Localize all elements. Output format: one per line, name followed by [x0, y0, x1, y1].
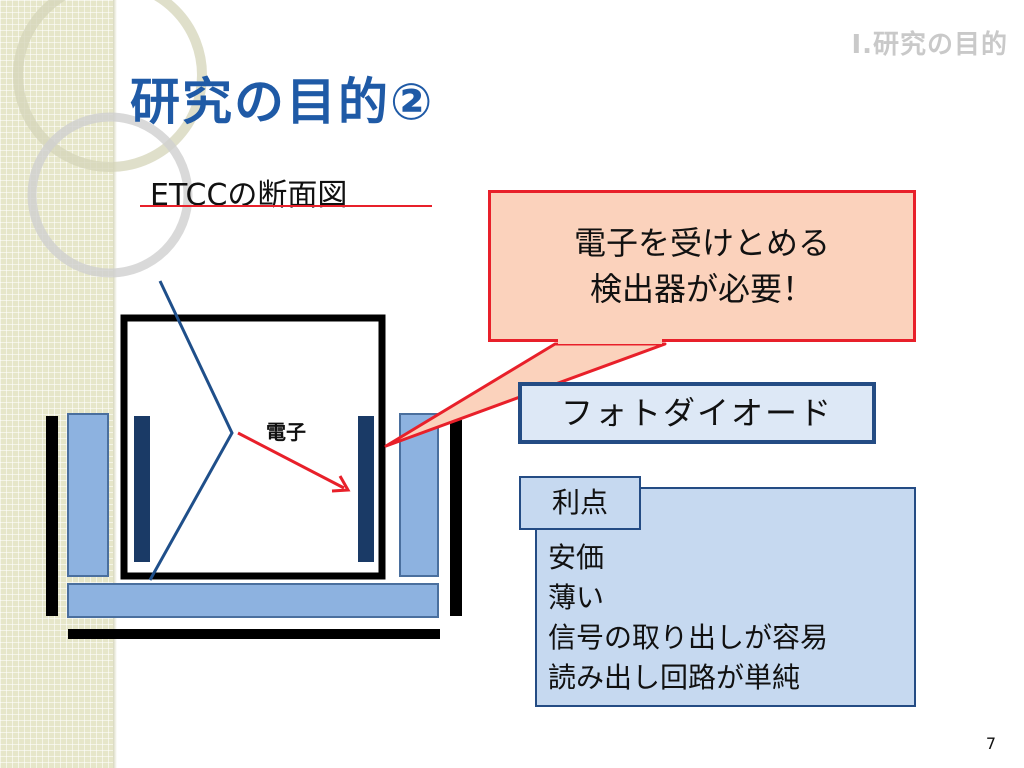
callout-line-2: 検出器が必要！ [589, 270, 814, 308]
callout-line-1: 電子を受けとめる [573, 223, 830, 262]
outer-bar-right [450, 420, 462, 616]
outer-bar-bottom [68, 629, 440, 639]
slide-number: 7 [985, 734, 996, 753]
advantage-item: 信号の取り出しが容易 [548, 621, 829, 654]
tpc-chamber [120, 314, 386, 580]
detector-panel-bottom [67, 583, 439, 618]
decorative-ring-outer [13, 0, 207, 172]
photodiode-label: フォトダイオード [518, 382, 876, 444]
decorative-sidebar [0, 0, 113, 768]
gamma-ray-track [148, 280, 234, 581]
advantages-list: 安価 薄い 信号の取り出しが容易 読み出し回路が単純 [548, 538, 828, 698]
callout-box: 電子を受けとめる 検出器が必要！ [488, 190, 916, 342]
advantage-item: 薄い [548, 581, 605, 614]
decorative-ring-lower [27, 112, 193, 278]
electron-label: 電子 [266, 420, 306, 444]
diagram-subheading: ETCCの断面図 [150, 178, 348, 213]
section-label: Ⅰ.研究の目的 [851, 30, 1008, 60]
page-title: 研究の目的② [130, 73, 435, 131]
outer-bar-left [46, 416, 58, 616]
decorative-rings [13, 0, 207, 278]
detector-panel-right [399, 413, 439, 577]
electron-arrow-line [237, 431, 345, 490]
electron-arrow-head [331, 475, 351, 493]
advantages-title: 利点 [519, 476, 641, 530]
detector-panel-left [67, 413, 109, 577]
callout-seam-cover [558, 338, 662, 344]
photodiode-bar-right [358, 416, 374, 562]
advantage-item: 読み出し回路が単純 [548, 661, 801, 694]
sidebar-edge [113, 0, 117, 768]
advantage-item: 安価 [548, 541, 605, 574]
photodiode-bar-left [134, 416, 150, 562]
